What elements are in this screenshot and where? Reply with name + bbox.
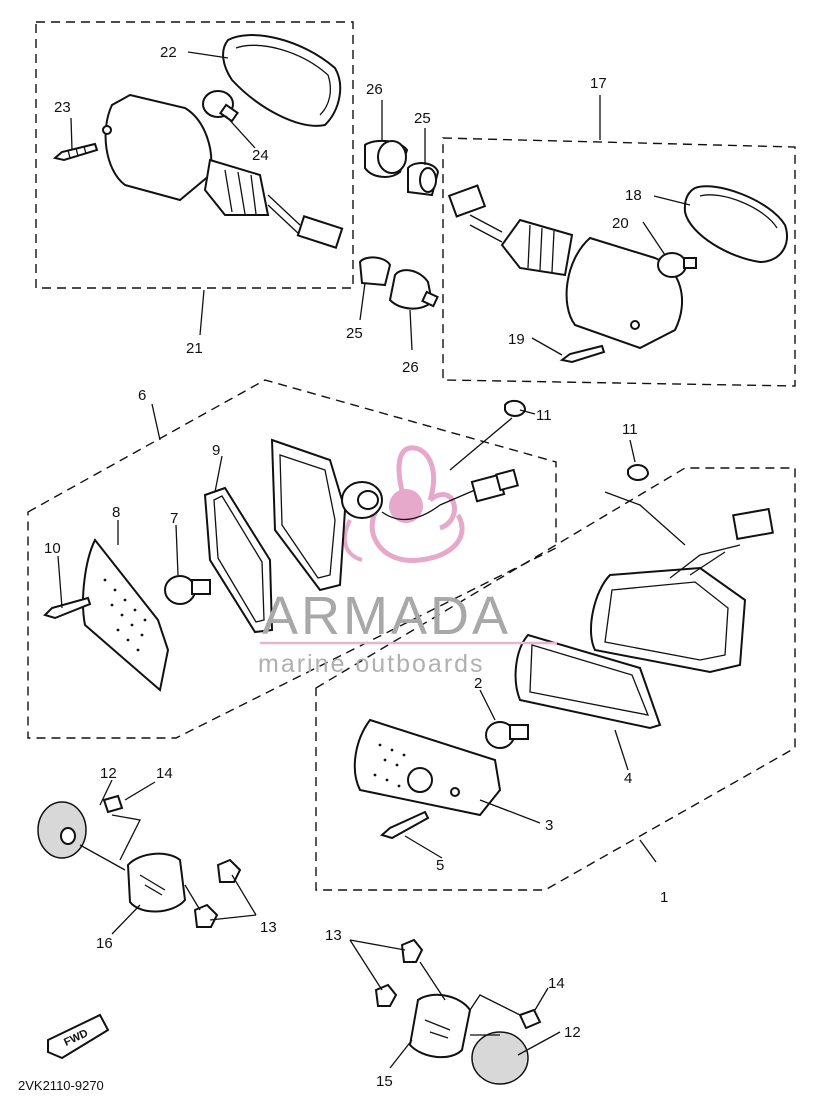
callout-9: 9 [212, 442, 220, 459]
group-17-boundary [442, 137, 796, 387]
callout-11-lower: 11 [622, 421, 638, 438]
callout-26-bottom: 26 [402, 359, 419, 376]
callout-13-left: 13 [260, 919, 277, 936]
callout-3: 3 [545, 817, 553, 834]
callout-7: 7 [170, 510, 178, 527]
reflector-set-left [37, 794, 242, 928]
callout-12-right: 12 [564, 1024, 581, 1041]
grommets [358, 139, 440, 310]
callout-15: 15 [376, 1073, 393, 1090]
callout-6: 6 [138, 387, 146, 404]
turn-signal-17 [447, 184, 788, 364]
callout-17: 17 [590, 75, 607, 92]
callout-21: 21 [186, 340, 203, 357]
callout-14-right: 14 [548, 975, 565, 992]
turn-signal-21 [52, 34, 344, 249]
callout-1: 1 [660, 889, 668, 906]
callout-13-right: 13 [325, 927, 342, 944]
reflector-set-right [374, 938, 542, 1085]
callout-26-top: 26 [366, 81, 383, 98]
watermark: ARMADA marine outboards [258, 586, 557, 678]
callout-4: 4 [624, 770, 632, 787]
leader-lines [57, 51, 691, 1069]
callout-12-left: 12 [100, 765, 117, 782]
callout-18: 18 [625, 187, 642, 204]
callout-5: 5 [436, 857, 444, 874]
callout-25-bottom: 25 [346, 325, 363, 342]
group-6-boundary [27, 379, 557, 739]
watermark-brand: ARMADA [262, 586, 511, 646]
group-21-boundary [35, 21, 354, 289]
callout-10: 10 [44, 540, 61, 557]
callouts: 22 23 24 26 25 17 18 20 19 21 25 26 6 11… [18, 44, 668, 1093]
callout-23: 23 [54, 99, 71, 116]
callout-25-top: 25 [414, 110, 431, 127]
callout-24: 24 [252, 147, 269, 164]
callout-2: 2 [474, 675, 482, 692]
rear-lamp-1 [353, 464, 774, 840]
callout-14-left: 14 [156, 765, 173, 782]
callout-8: 8 [112, 504, 120, 521]
watermark-logo [342, 445, 465, 563]
rear-lamp-6 [43, 399, 527, 692]
group-1-boundary [315, 467, 796, 891]
diagram-code: 2VK2110-9270 [18, 1078, 104, 1093]
fwd-arrow: FWD [47, 1013, 110, 1060]
callout-16: 16 [96, 935, 113, 952]
watermark-tagline: marine outboards [258, 650, 485, 678]
callout-22: 22 [160, 44, 177, 61]
callout-20: 20 [612, 215, 629, 232]
callout-19: 19 [508, 331, 525, 348]
callout-11-upper: 11 [536, 407, 552, 424]
